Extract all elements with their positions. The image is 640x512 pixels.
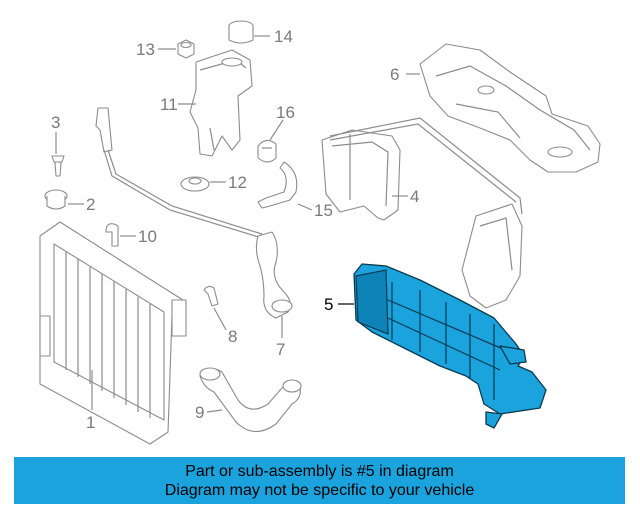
callout-8: 8 [228,327,237,346]
part-9-hose [199,367,302,433]
part-11-reservoir [189,49,253,157]
callout-5: 5 [324,295,333,314]
banner-line-2: Diagram may not be specific to your vehi… [164,481,475,499]
part-6-undertray [419,43,601,173]
part-10-clip [105,223,119,247]
frame-bracket [329,117,523,309]
banner-line-1: Part or sub-assembly is #5 in diagram [185,462,454,480]
part-7-hose [255,231,293,319]
part-1-radiator [39,221,187,445]
leader-lines [55,35,420,413]
callout-4: 4 [410,187,419,206]
callout-15: 15 [314,201,333,220]
callout-14: 14 [274,27,293,46]
part-12-grommet [180,176,210,192]
part-4-duct [321,129,401,221]
callout-3: 3 [51,113,60,132]
callout-13: 13 [136,40,155,59]
part-8-clamp [203,285,219,307]
callout-9: 9 [195,403,204,422]
callout-16: 16 [276,103,295,122]
callout-2: 2 [86,195,95,214]
parts-diagram: 1 2 3 4 5 6 7 8 9 10 11 12 13 14 15 16 [39,20,601,445]
info-banner: Part or sub-assembly is #5 in diagram Di… [14,457,625,504]
part-16-clamp [257,139,277,163]
part-15-hose [257,161,298,209]
part-2-clip [44,189,68,210]
callout-7: 7 [276,340,285,359]
callout-12: 12 [228,173,247,192]
part-5-air-guide-highlighted [353,263,547,429]
part-13-nut [177,39,195,59]
callout-1: 1 [86,413,95,432]
callout-6: 6 [390,65,399,84]
part-3-pin [51,155,65,177]
part-14-cap [228,20,254,44]
callout-11: 11 [160,95,178,114]
callout-10: 10 [138,227,157,246]
